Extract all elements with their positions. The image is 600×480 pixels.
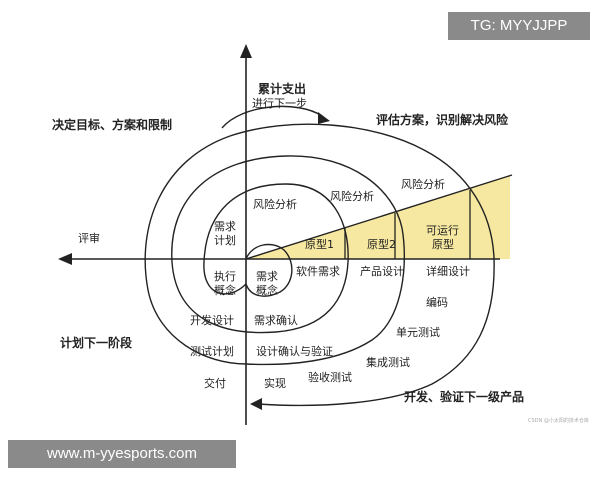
req-plan-bottom: 计划 — [214, 234, 236, 247]
coding: 编码 — [426, 296, 448, 309]
runnable-prototype-label-1: 可运行 — [426, 224, 459, 237]
quadrant-top-left: 决定目标、方案和限制 — [52, 118, 173, 132]
spiral-loop-4 — [144, 123, 495, 407]
spiral-end-arrow — [250, 398, 262, 410]
prototype-1-label: 原型1 — [305, 238, 334, 251]
test-plan: 测试计划 — [190, 345, 234, 358]
product-design: 产品设计 — [360, 265, 404, 278]
watermark-bottom: www.m-yyesports.com — [8, 440, 236, 468]
horizontal-axis-arrow — [58, 253, 72, 265]
exec-concept-top: 执行 — [214, 270, 236, 283]
design-confirmation: 设计确认与验证 — [256, 345, 333, 358]
risk-analysis-2: 风险分析 — [330, 190, 374, 203]
implementation: 实现 — [264, 377, 286, 390]
progress-arc-arrow — [221, 105, 323, 129]
runnable-prototype-label-2: 原型 — [432, 238, 454, 251]
watermark-top: TG: MYYJJPP — [448, 12, 590, 40]
unit-test: 单元测试 — [396, 326, 440, 339]
requirements-confirmation: 需求确认 — [254, 314, 298, 327]
req-concept-top: 需求 — [256, 270, 278, 283]
axis-left-label: 评审 — [78, 232, 100, 245]
software-requirements: 软件需求 — [296, 265, 340, 278]
axis-top-label-1: 累计支出 — [258, 82, 307, 96]
exec-concept-bottom: 概念 — [214, 284, 236, 297]
axis-top-label-2: 进行下一步 — [252, 97, 307, 110]
risk-analysis-3: 风险分析 — [401, 178, 445, 191]
quadrant-top-right: 评估方案，识别解决风险 — [376, 113, 509, 127]
detailed-design: 详细设计 — [426, 265, 470, 278]
spiral-loop-1 — [245, 243, 293, 297]
prototype-2-label: 原型2 — [367, 238, 396, 251]
acceptance-test: 验收测试 — [308, 371, 352, 384]
quadrant-bottom-right: 开发、验证下一级产品 — [404, 390, 525, 404]
req-plan-top: 需求 — [214, 220, 236, 233]
quadrant-bottom-left: 计划下一阶段 — [60, 336, 133, 350]
delivery: 交付 — [204, 377, 226, 390]
integration-test: 集成测试 — [366, 356, 410, 369]
credit-text: CSDN @小太阳的技术仓库 — [528, 418, 589, 424]
progress-arc-arrowhead — [318, 112, 330, 124]
spiral-loop-2 — [203, 183, 349, 333]
prototype-diagonal — [245, 174, 513, 260]
spiral-loop-3 — [171, 155, 406, 366]
development-plan: 开发设计 — [190, 314, 234, 327]
vertical-axis-arrow — [240, 44, 252, 58]
req-concept-bottom: 概念 — [256, 284, 278, 297]
risk-analysis-1: 风险分析 — [253, 198, 297, 211]
